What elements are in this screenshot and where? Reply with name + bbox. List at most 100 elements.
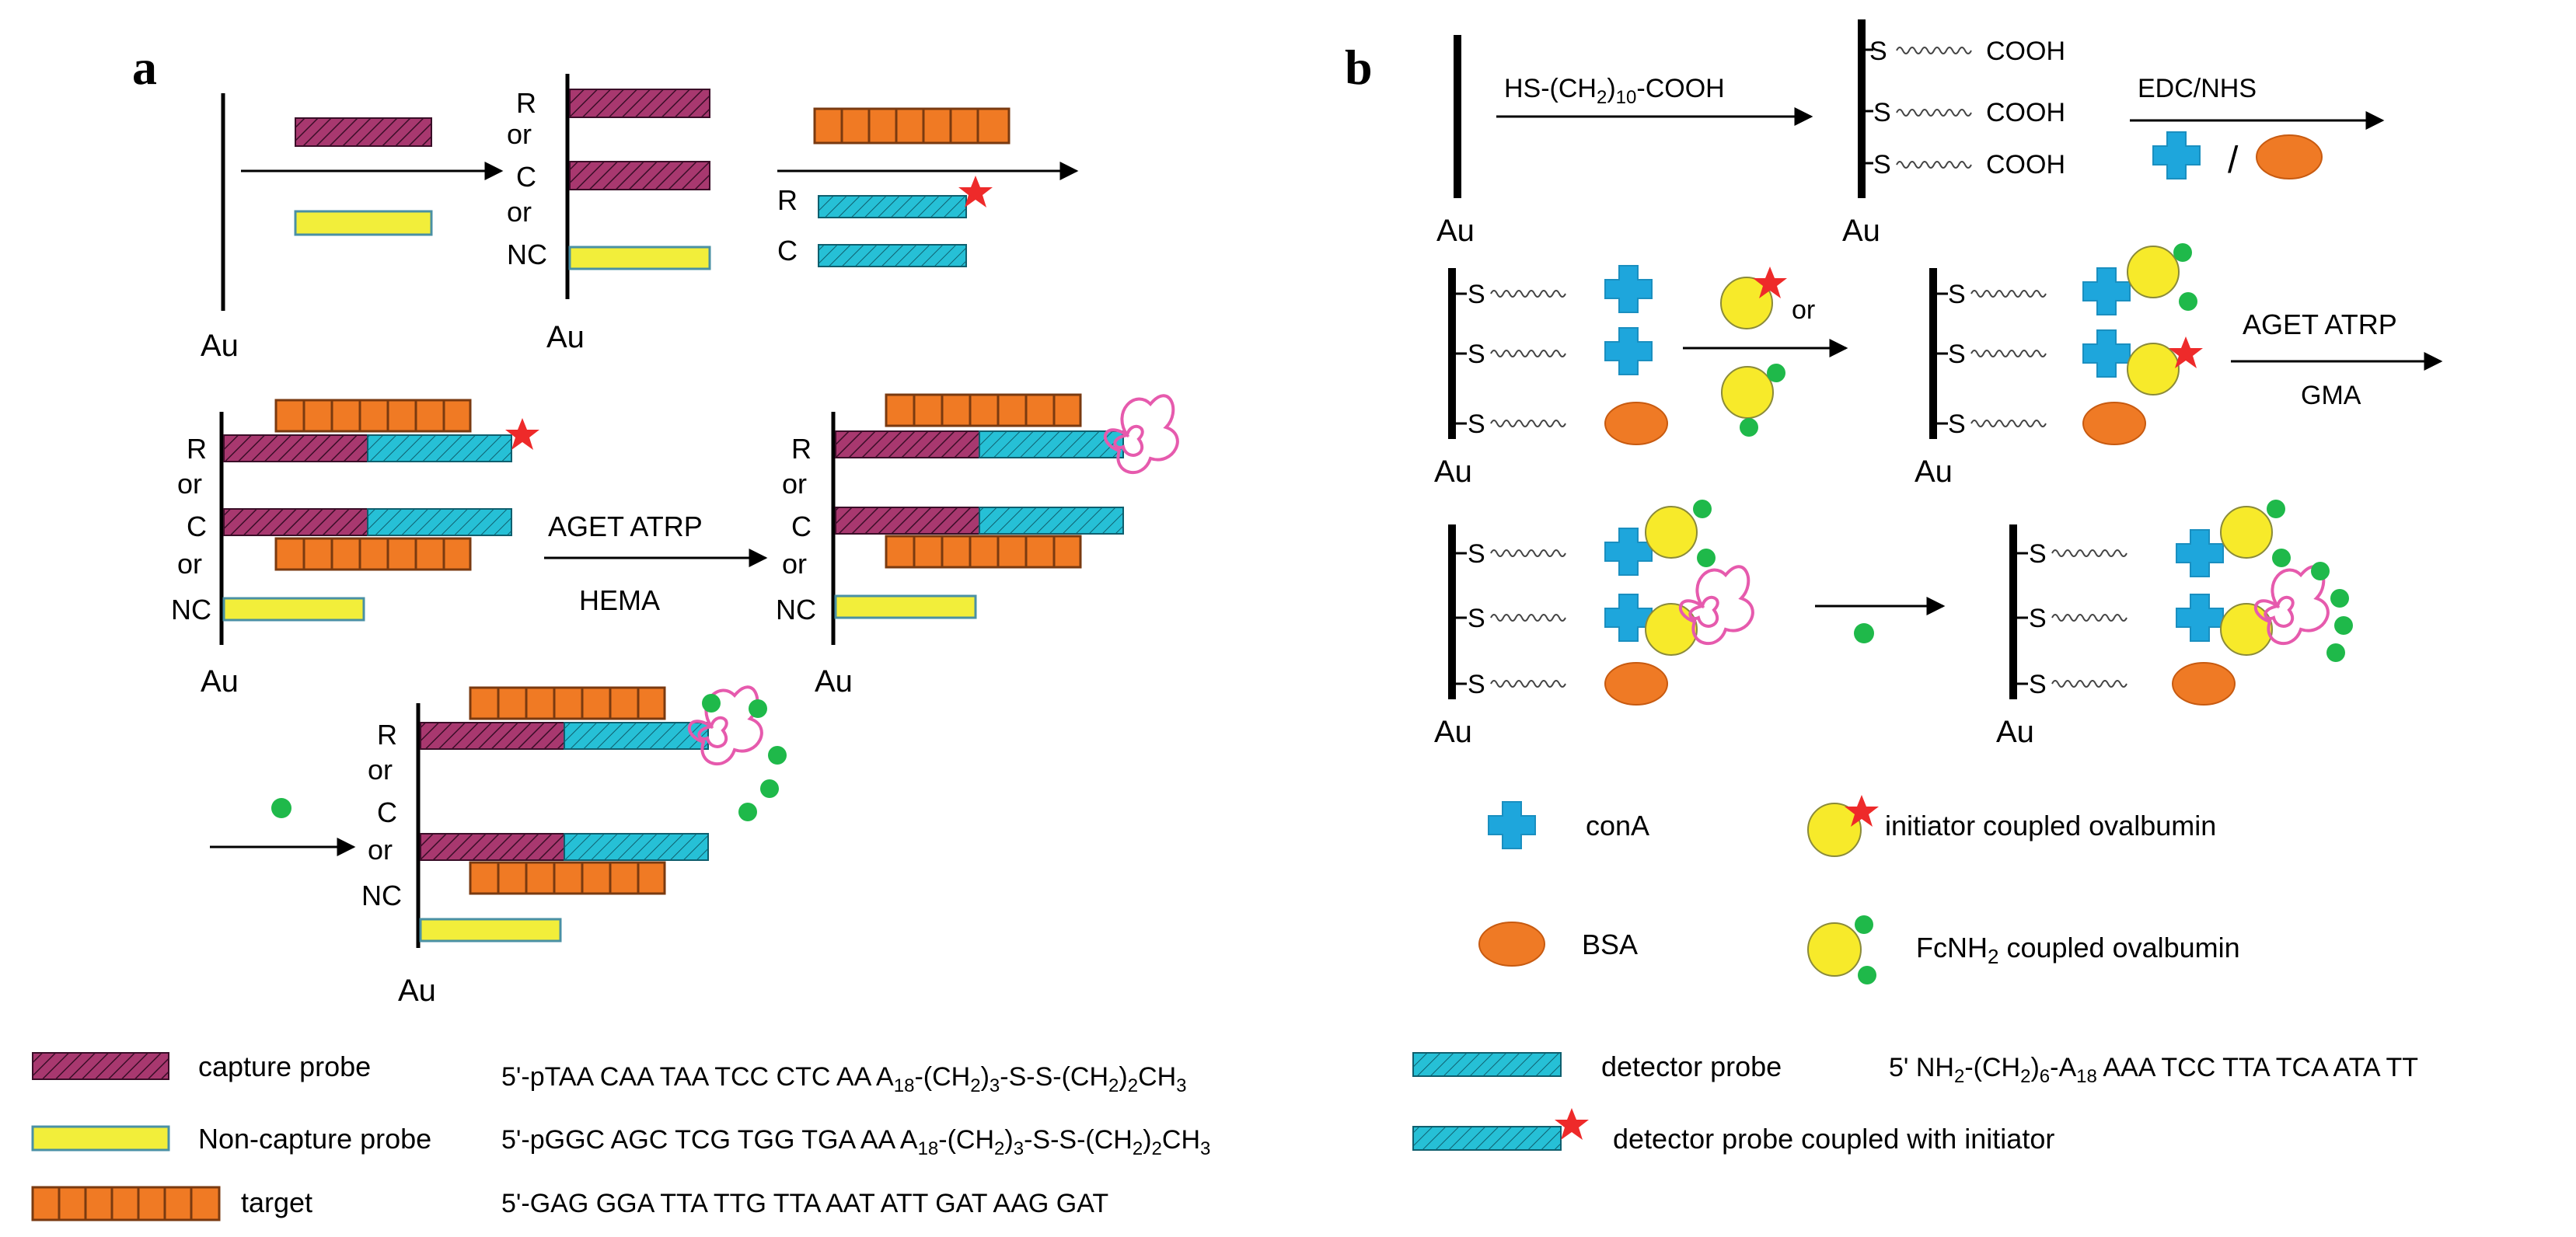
legend-bsa-label: BSA — [1582, 929, 1638, 960]
detector-probe — [564, 722, 709, 750]
legend-fcnh2-ova-icon — [1807, 922, 1862, 977]
au-label: Au — [201, 329, 239, 363]
noncapture-probe — [419, 918, 562, 943]
thiol-reagent-label: HS-(CH2)10-COOH — [1504, 74, 1725, 108]
row-label-c: C — [187, 510, 207, 542]
svg-text:COOH: COOH — [1986, 98, 2065, 127]
bsa-icon — [2256, 134, 2323, 179]
au-label: Au — [546, 320, 585, 354]
or-label: or — [177, 468, 202, 500]
cona-icon — [2152, 131, 2201, 179]
or-label: or — [782, 548, 807, 580]
capture-probe — [835, 507, 980, 535]
thiol-cona-2: S — [1456, 327, 1653, 375]
au-label: Au — [815, 664, 853, 699]
thiol-cona-ova-fc: S — [1456, 500, 1716, 576]
capture-probe — [295, 117, 432, 147]
row-label-nc: NC — [171, 594, 211, 625]
au-label: Au — [1915, 455, 1953, 489]
target-strand — [469, 686, 666, 720]
or-label: or — [507, 118, 532, 150]
fcnh2-dot-icon — [1854, 623, 1874, 643]
row-label-nc: NC — [361, 880, 402, 911]
slash-separator: / — [2228, 140, 2239, 181]
fcnh2-dot-icon — [1740, 418, 1758, 437]
svg-text:S: S — [1468, 340, 1485, 369]
capture-probe — [223, 434, 368, 462]
detector-probe — [367, 434, 512, 462]
au-label: Au — [1436, 214, 1475, 248]
noncapture-probe — [294, 210, 433, 236]
legend-capture-label: capture probe — [198, 1051, 371, 1082]
svg-text:S: S — [1468, 670, 1485, 699]
fcnh2-dot-icon — [271, 798, 291, 818]
svg-text:S: S — [1873, 98, 1891, 127]
svg-text:S: S — [2029, 539, 2047, 569]
detector-probe — [564, 833, 709, 861]
capture-probe — [569, 161, 710, 190]
legend-detector-icon — [1412, 1052, 1562, 1077]
noncapture-probe — [222, 597, 365, 622]
legend-fcnh2-ova-label: FcNH2 coupled ovalbumin — [1916, 932, 2240, 968]
svg-text:S: S — [1468, 539, 1485, 569]
svg-text:S: S — [1468, 604, 1485, 633]
target-strand — [813, 107, 1011, 145]
svg-text:S: S — [2029, 604, 2047, 633]
svg-text:S: S — [1873, 150, 1891, 179]
au-label: Au — [1434, 455, 1472, 489]
fcnh2-dot-icon — [1855, 915, 1873, 934]
svg-text:S: S — [1869, 37, 1887, 66]
legend-capture-sequence: 5'-pTAA CAA TAA TCC CTC AA A18-(CH2)3-S-… — [501, 1062, 1187, 1096]
svg-text:S: S — [1948, 280, 1966, 309]
legend-detector-initiator-label: detector probe coupled with initiator — [1613, 1123, 2054, 1155]
row-label-nc: NC — [507, 239, 547, 270]
legend-detector-label: detector probe — [1601, 1051, 1782, 1082]
thiol-bsa: S — [1456, 662, 1668, 706]
row-label-r: R — [777, 184, 798, 216]
row-label-c: C — [516, 161, 536, 193]
legend-capture-icon — [32, 1052, 169, 1080]
svg-text:S: S — [1948, 409, 1966, 439]
detector-probe — [979, 430, 1124, 458]
row-label-r: R — [187, 433, 207, 465]
thiol-cona-1: S — [1456, 265, 1653, 313]
hema-label: HEMA — [579, 584, 660, 616]
fcnh2-dot-icon — [702, 694, 721, 713]
fcnh2-dot-icon — [1858, 966, 1876, 984]
legend-detector-sequence: 5' NH2-(CH2)6-A18 AAA TCC TTA TCA ATA TT — [1889, 1053, 2418, 1087]
detector-probe — [818, 195, 967, 218]
fcnh2-dot-icon — [768, 746, 787, 765]
svg-text:COOH: COOH — [1986, 37, 2065, 66]
legend-noncapture-sequence: 5'-pGGC AGC TCG TGG TGA AA A18-(CH2)3-S-… — [501, 1125, 1210, 1159]
legend-noncapture-label: Non-capture probe — [198, 1123, 431, 1155]
panel-a-label: a — [132, 40, 157, 95]
au-label: Au — [1434, 715, 1472, 749]
au-label: Au — [1842, 214, 1880, 248]
capture-probe — [835, 430, 980, 458]
thiol-cooh-3: S COOH — [1866, 150, 2065, 179]
svg-text:S: S — [1948, 340, 1966, 369]
ovalbumin-initiator-icon — [1720, 277, 1773, 329]
legend-detector-initiator-icon — [1412, 1126, 1562, 1151]
aget-atrp-label: AGET ATRP — [548, 510, 703, 542]
legend-noncapture-icon — [31, 1125, 170, 1152]
detector-probe — [367, 508, 512, 536]
detector-probe — [979, 507, 1124, 535]
legend-bsa-icon — [1478, 922, 1545, 967]
au-label: Au — [201, 664, 239, 699]
thiol-bsa: S — [2017, 662, 2236, 706]
row-label-nc: NC — [776, 594, 816, 625]
thiol-bsa: S — [1456, 402, 1668, 445]
svg-text:S: S — [1468, 280, 1485, 309]
capture-probe — [420, 722, 565, 750]
legend-initiator-ova-label: initiator coupled ovalbumin — [1885, 810, 2216, 842]
thiol-bsa: S — [1937, 402, 2146, 445]
row-label-c: C — [377, 796, 397, 828]
or-label: or — [177, 548, 202, 580]
legend-target-icon — [31, 1186, 221, 1221]
capture-probe — [420, 833, 565, 861]
fcnh2-dot-icon — [1767, 364, 1785, 382]
or-label: or — [507, 196, 532, 228]
ovalbumin-fcnh2-icon — [1721, 366, 1774, 419]
